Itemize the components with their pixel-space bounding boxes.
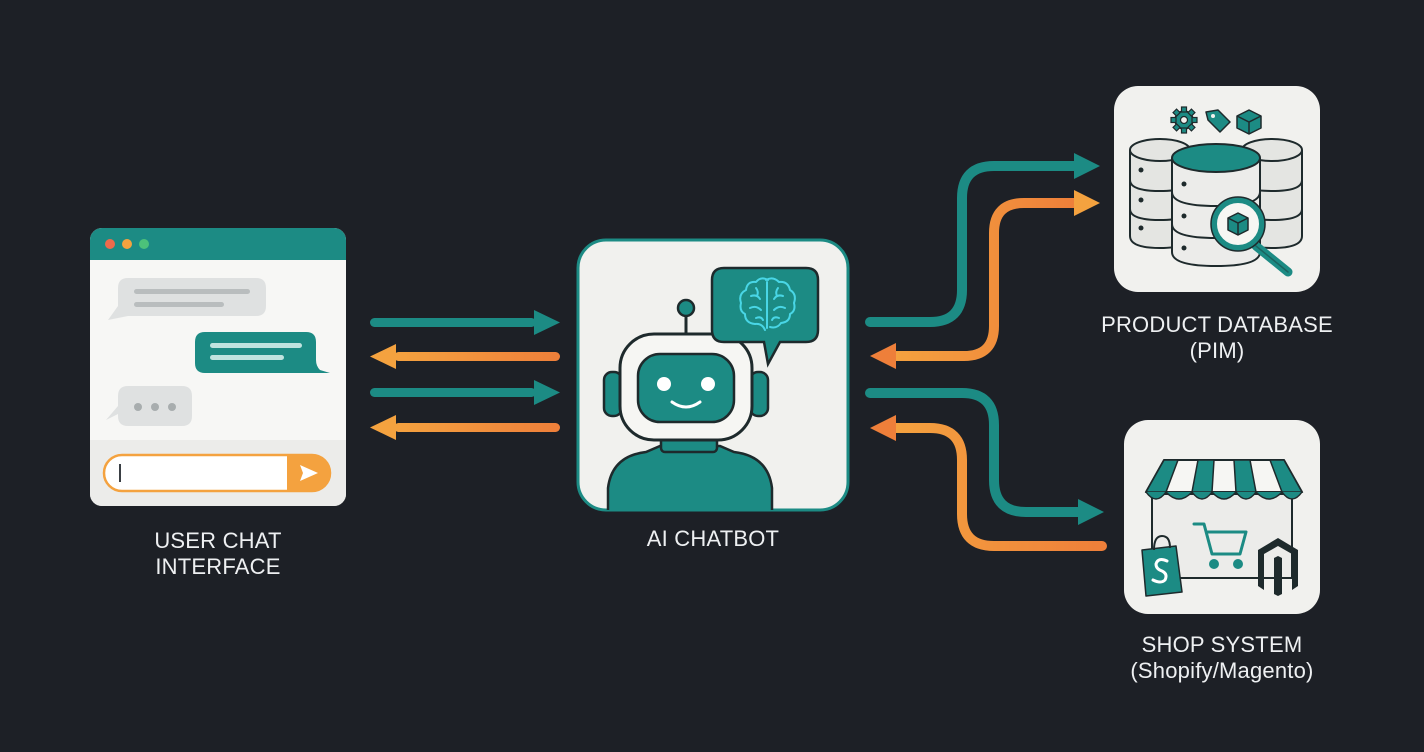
text-cursor (119, 464, 121, 482)
user-chat-label-line2: INTERFACE (155, 554, 281, 579)
shopping-cart-icon (1192, 522, 1248, 569)
arrow-request-2 (370, 380, 560, 405)
robot-eye-right (701, 377, 715, 391)
robot-eye-left (657, 377, 671, 391)
chatbot-card (576, 238, 850, 512)
arrow-bot-to-pim (865, 153, 1100, 327)
chat-bubble-incoming (108, 278, 266, 320)
arrow-bot-to-shop (865, 388, 1104, 525)
arrow-shop-to-bot (870, 415, 1107, 551)
window-minimize-dot (122, 239, 132, 249)
window-close-dot (105, 239, 115, 249)
shop-system-label-line1: SHOP SYSTEM (1141, 632, 1303, 657)
chat-to-bot-arrows (370, 310, 560, 440)
arrow-response-1 (370, 344, 560, 369)
shopify-bag-icon (1141, 534, 1183, 597)
shop-system-label-line2: (Shopify/Magento) (1130, 658, 1314, 683)
arrow-pim-to-bot (870, 190, 1100, 369)
bot-to-backend-arrows (865, 153, 1107, 551)
arrow-response-2 (370, 415, 560, 440)
chatbot-label: AI CHATBOT (603, 526, 823, 552)
send-arrow-icon (300, 465, 318, 481)
window-titlebar (90, 228, 346, 260)
window-maximize-dot (139, 239, 149, 249)
product-database-label: PRODUCT DATABASE (PIM) (1082, 312, 1352, 364)
robot-smile (670, 400, 702, 409)
brain-speech-bubble (710, 266, 820, 368)
send-button[interactable] (287, 455, 330, 491)
shop-system-card (1124, 420, 1320, 614)
brain-icon (739, 277, 796, 331)
robot-antenna-tip (676, 298, 696, 318)
robot-body (606, 444, 774, 510)
product-database-label-line1: PRODUCT DATABASE (1101, 312, 1333, 337)
product-database-card (1114, 86, 1320, 292)
box-icon (1236, 109, 1262, 135)
database-stack-icon (1129, 138, 1303, 268)
shop-system-label: SHOP SYSTEM (Shopify/Magento) (1097, 632, 1347, 684)
user-chat-window (90, 228, 346, 506)
robot-face (636, 352, 736, 424)
user-chat-label: USER CHAT INTERFACE (108, 528, 328, 580)
tag-icon (1205, 109, 1231, 133)
arrow-request-1 (370, 310, 560, 335)
chat-bubble-typing (106, 386, 192, 426)
gear-icon (1170, 106, 1198, 134)
magnifier-icon (1210, 196, 1293, 277)
chatbot-label-line1: AI CHATBOT (646, 526, 780, 551)
product-database-label-line2: (PIM) (1189, 338, 1245, 363)
user-chat-label-line1: USER CHAT (154, 528, 282, 553)
magento-logo-icon (1258, 538, 1298, 596)
chat-bubble-outgoing (195, 332, 330, 373)
